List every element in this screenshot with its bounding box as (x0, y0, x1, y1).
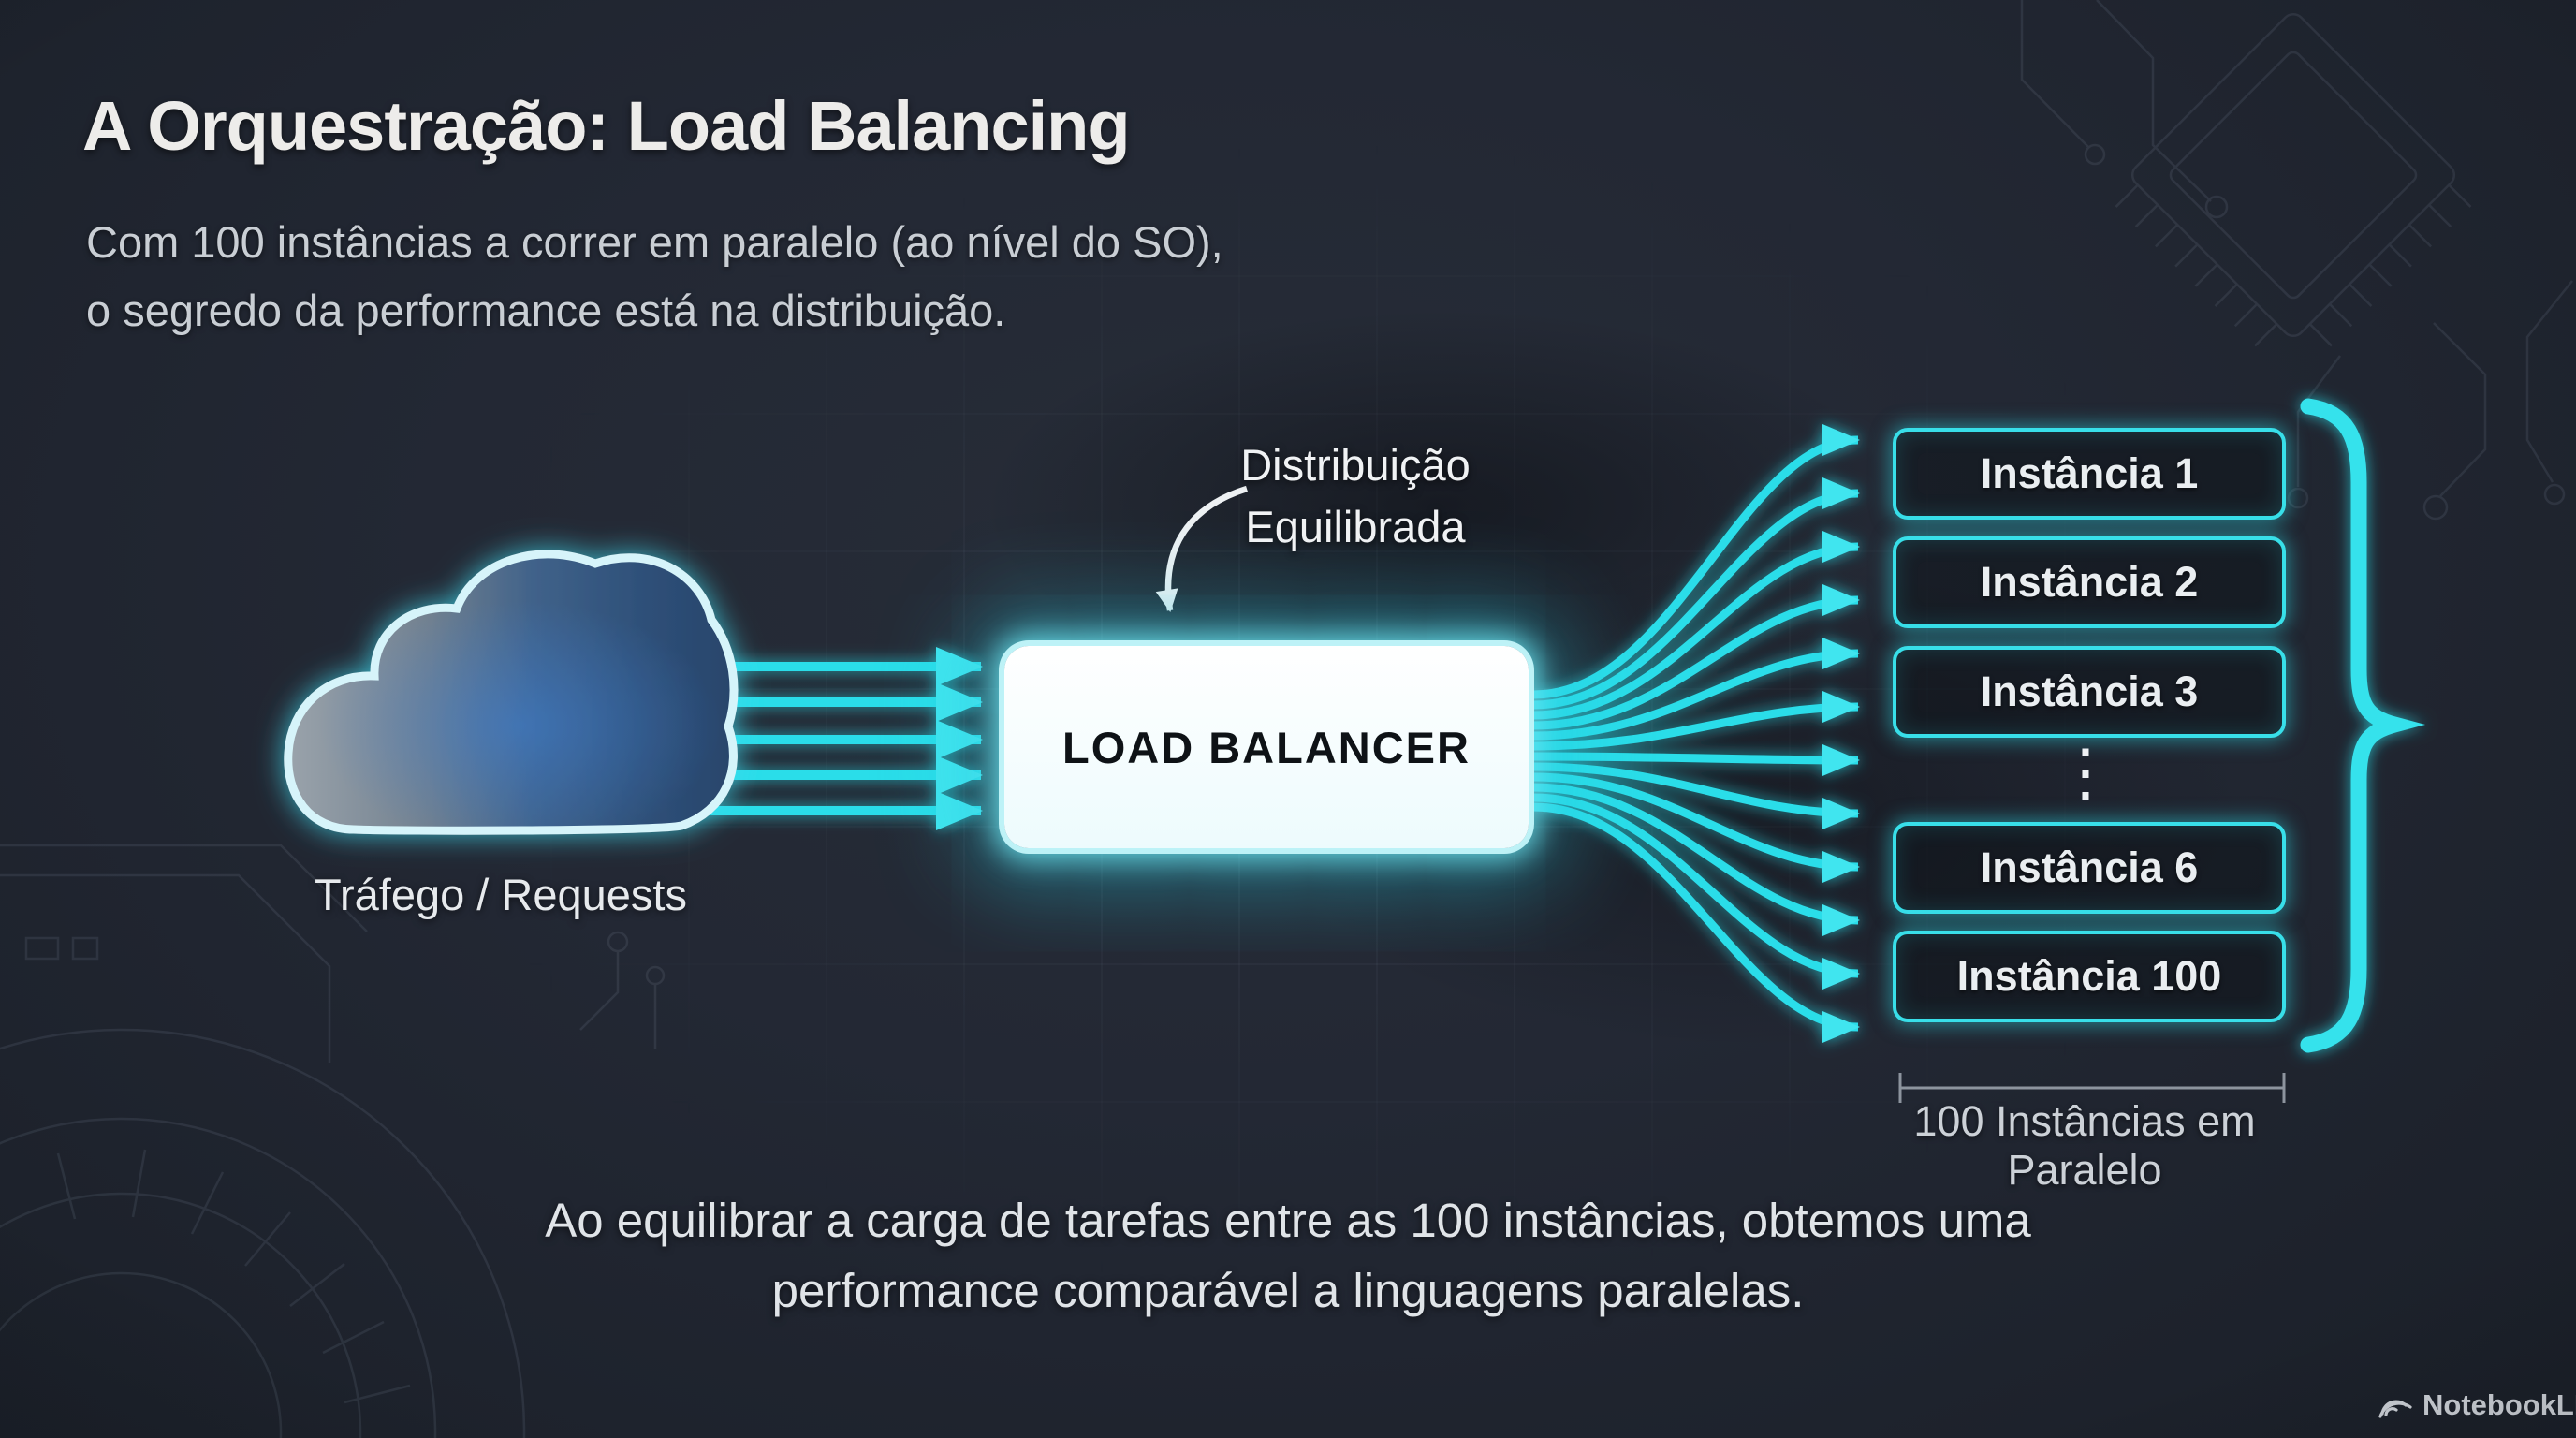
infographic-canvas: A Orquestração: Load Balancing Com 100 i… (0, 0, 2576, 1438)
vignette-overlay (0, 0, 2576, 1438)
